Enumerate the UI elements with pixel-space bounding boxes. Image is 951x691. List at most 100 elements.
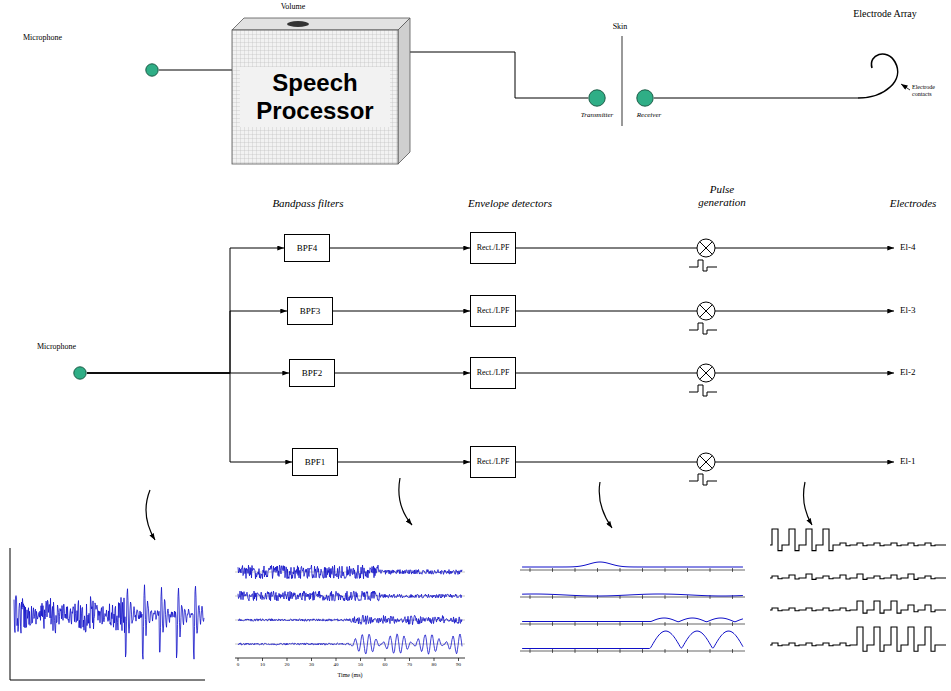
tick-mark [665, 568, 666, 572]
tick-mark [238, 658, 239, 661]
leader-line [901, 84, 910, 90]
bandpass-filter-box: BPF2 [289, 359, 335, 387]
tick-label: 0 [228, 662, 248, 668]
electrode-name: El-3 [900, 305, 944, 316]
transmitter-coil: Transmitter [588, 89, 606, 107]
multiplier-cross [700, 456, 713, 469]
tick-mark [287, 658, 288, 661]
box-label: Rect./LPF [477, 243, 510, 252]
tick-mark [687, 595, 688, 599]
tick-mark [642, 595, 643, 599]
waveform [238, 634, 462, 654]
signal-wire [338, 462, 470, 463]
volume-knob [287, 21, 309, 27]
tick-mark [642, 649, 643, 653]
multiplier-symbol [697, 302, 715, 320]
microphone-node: Microphone [73, 366, 87, 380]
processor-label: Speech Processor [240, 67, 390, 126]
electrode-name: El-4 [900, 242, 944, 253]
pointer-arrow [804, 482, 812, 525]
box-label: BPF3 [300, 306, 321, 316]
tick-mark [552, 568, 553, 572]
tick-mark [665, 649, 666, 653]
tick-label: 10 [253, 662, 273, 668]
multiplier-cross [700, 305, 713, 318]
wire [516, 373, 697, 374]
plot-axis [235, 658, 465, 659]
row-baseline [520, 624, 745, 625]
circle-outline [145, 63, 159, 77]
wire [516, 311, 697, 312]
box-label: BPF1 [305, 457, 326, 467]
pulse-stage [516, 239, 894, 485]
plot-axes [10, 548, 205, 680]
circle-outline [636, 89, 654, 107]
bandpass-filter-box: BPF1 [292, 448, 338, 476]
tick-mark [336, 658, 337, 661]
tick-mark [458, 658, 459, 661]
signal-wire [333, 311, 470, 312]
box-top-face [232, 18, 410, 30]
electrode-name: El-1 [900, 456, 944, 467]
knob-label: Volume [268, 2, 318, 12]
tick-label: 40 [326, 662, 346, 668]
waveform [238, 591, 462, 601]
tick-mark [642, 568, 643, 572]
tick-mark [530, 568, 531, 572]
speech-processor-box: Speech Processor [228, 14, 414, 166]
tick-mark [597, 622, 598, 626]
tick-mark [620, 622, 621, 626]
row-baseline [520, 651, 745, 652]
wire [516, 248, 697, 249]
tick-mark [552, 649, 553, 653]
pulse-train [770, 627, 946, 651]
signal-wire [87, 373, 292, 462]
tick-mark [665, 595, 666, 599]
tick-mark [530, 649, 531, 653]
circle-shape [146, 64, 158, 76]
envelope-plot [520, 562, 745, 653]
tick-mark [575, 568, 576, 572]
box-side-face [398, 18, 410, 164]
signal-wire [330, 248, 470, 249]
envelope-detector-box: Rect./LPF [470, 357, 516, 389]
node-label: Receiver [627, 111, 671, 119]
microphone-node: Microphone [145, 63, 159, 77]
tick-mark [732, 649, 733, 653]
signal-wire [335, 373, 470, 374]
envelope-detector-box: Rect./LPF [470, 446, 516, 478]
circle-shape [74, 367, 86, 379]
box-label: Rect./LPF [477, 306, 510, 315]
pulse-train-plot [770, 529, 946, 651]
circle-outline [588, 89, 606, 107]
receiver-wire [654, 98, 858, 99]
pointer-arrow [399, 478, 412, 525]
electrode-arrow [715, 462, 894, 463]
pointer-arrow [146, 490, 155, 540]
envelope-curve [522, 562, 743, 567]
skin-label: Skin [600, 22, 640, 32]
tick-mark [687, 649, 688, 653]
box-label: BPF4 [297, 243, 318, 253]
processor-face: Speech Processor [232, 30, 398, 164]
electrode-name: El-2 [900, 367, 944, 378]
plot-pointers [146, 478, 812, 540]
tick-mark [642, 622, 643, 626]
multiplier-symbol [697, 239, 715, 257]
wire [516, 462, 697, 463]
envelope-curve [522, 594, 743, 596]
axis-title: Time (ms) [320, 672, 380, 679]
tick-mark [710, 568, 711, 572]
tick-label: 70 [400, 662, 420, 668]
waveform [238, 615, 462, 625]
tick-label: 60 [375, 662, 395, 668]
circle-shape [589, 90, 605, 106]
tick-mark [434, 658, 435, 661]
tick-mark [620, 649, 621, 653]
filter-output-plot [235, 565, 465, 661]
envelope-curve [522, 618, 743, 622]
pulse-icon [689, 323, 717, 334]
